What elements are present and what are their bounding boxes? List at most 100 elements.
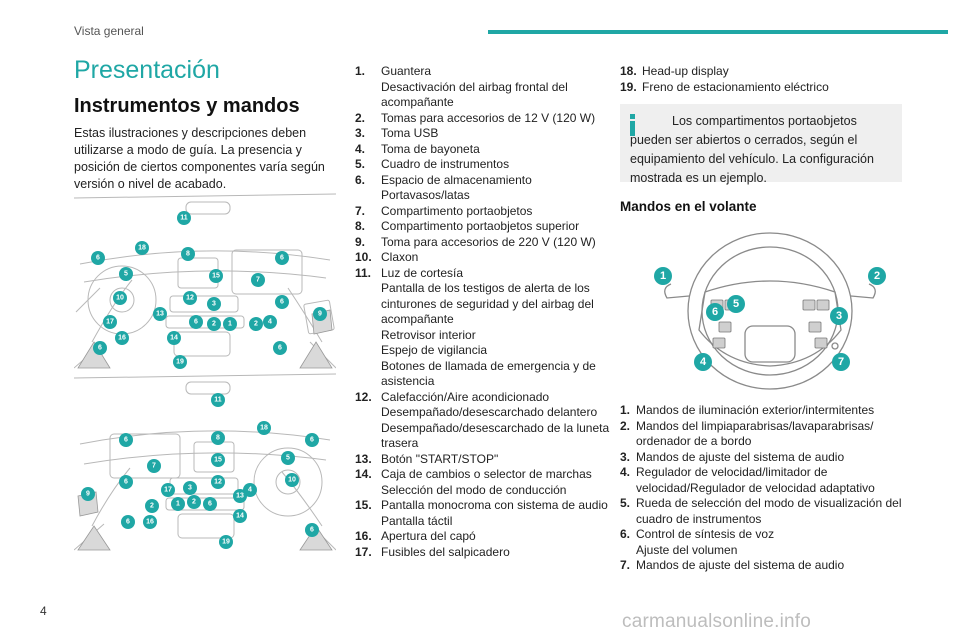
legend-item-line: Regulador de velocidad/limitador de velo… — [636, 465, 875, 495]
legend-item-line: Rueda de selección del modo de visualiza… — [636, 496, 902, 526]
svg-text:16: 16 — [146, 519, 154, 526]
top-callout: 6 — [93, 341, 107, 355]
legend-item-line: Mandos del limpiaparabrisas/lavaparabris… — [636, 418, 874, 449]
legend-item-number: 7. — [620, 558, 631, 572]
svg-text:2: 2 — [150, 503, 154, 510]
legend-item-text: Claxon — [381, 250, 418, 266]
legend-item-line: Botón "START/STOP" — [381, 451, 499, 466]
svg-text:17: 17 — [106, 319, 114, 326]
svg-text:5: 5 — [124, 271, 128, 278]
svg-text:9: 9 — [318, 311, 322, 318]
legend-item-line: Freno de estacionamiento eléctrico — [642, 79, 829, 94]
legend-item-line: Compartimento portaobjetos superior — [381, 219, 580, 233]
legend-item-number: 2. — [355, 110, 366, 125]
legend-item-number: 3. — [620, 449, 631, 464]
bottom-callout: 16 — [143, 515, 157, 529]
legend-item-number: 8. — [355, 219, 366, 233]
legend-item-number: 16. — [355, 529, 372, 543]
legend-item: 13.Botón "START/STOP" — [355, 452, 610, 468]
svg-text:6: 6 — [126, 519, 130, 526]
svg-text:6: 6 — [208, 501, 212, 508]
svg-text:11: 11 — [180, 215, 188, 222]
top-callout: 6 — [275, 251, 289, 265]
wheel-callout: 5 — [727, 295, 745, 313]
svg-text:15: 15 — [212, 273, 220, 280]
page-number: 4 — [40, 604, 47, 618]
header-accent-bar — [488, 30, 948, 34]
bottom-callout: 2 — [187, 495, 201, 509]
page-title: Presentación — [74, 56, 220, 84]
svg-text:5: 5 — [733, 298, 739, 310]
svg-text:6: 6 — [310, 437, 314, 444]
top-callout: 6 — [91, 251, 105, 265]
legend-item: 3.Mandos de ajuste del sistema de audio — [620, 450, 920, 466]
legend-item-text: Rueda de selección del modo de visualiza… — [636, 496, 920, 527]
top-callout: 12 — [183, 291, 197, 305]
svg-text:1: 1 — [660, 270, 666, 282]
top-callout: 9 — [313, 307, 327, 321]
top-callout: 7 — [251, 273, 265, 287]
legend-item: 17.Fusibles del salpicadero — [355, 545, 610, 561]
svg-text:19: 19 — [176, 359, 184, 366]
bottom-callout: 5 — [281, 451, 295, 465]
svg-text:16: 16 — [118, 335, 126, 342]
legend-item-line: Espejo de vigilancia — [381, 343, 488, 357]
legend-item-text: Mandos de iluminación exterior/intermite… — [636, 403, 874, 419]
legend-item: 18.Head-up display — [620, 64, 920, 80]
top-callout: 13 — [153, 307, 167, 321]
legend-item-line: Ajuste del volumen — [636, 542, 738, 557]
bottom-callout: 6 — [119, 475, 133, 489]
legend-item: 7. Mandos de ajuste del sistema de audio — [620, 558, 920, 574]
legend-item-text: Mandos de ajuste del sistema de audio — [636, 558, 844, 574]
svg-text:6: 6 — [96, 255, 100, 262]
bottom-callout: 10 — [285, 473, 299, 487]
top-callout: 17 — [103, 315, 117, 329]
section-title: Instrumentos y mandos — [74, 95, 300, 117]
legend-item-number: 2. — [620, 418, 631, 433]
legend-item-line: Portavasos/latas — [381, 188, 470, 202]
svg-text:5: 5 — [286, 455, 290, 462]
legend-item: 5.Rueda de selección del modo de visuali… — [620, 496, 920, 527]
bottom-callout: 6 — [203, 497, 217, 511]
legend-item-line: Toma USB — [381, 126, 439, 140]
bottom-callout: 15 — [211, 453, 225, 467]
svg-text:1: 1 — [176, 501, 180, 508]
svg-text:18: 18 — [138, 245, 146, 252]
wheel-callout: 6 — [706, 303, 724, 321]
legend-item-number: 11. — [355, 265, 372, 280]
svg-text:6: 6 — [280, 299, 284, 306]
top-callout: 3 — [207, 297, 221, 311]
bottom-callout: 9 — [81, 487, 95, 501]
legend-item-text: Botón "START/STOP" — [381, 452, 498, 468]
svg-text:18: 18 — [260, 425, 268, 432]
legend-item-line: Selección del modo de conducción — [381, 482, 567, 497]
legend-item-line: Retrovisor interior — [381, 327, 476, 342]
info-note-text: Los compartimentos portaobjetos pueden s… — [630, 114, 874, 185]
bottom-callout: 8 — [211, 431, 225, 445]
legend-item-text: Tomas para accesorios de 12 V (120 W) — [381, 111, 595, 127]
svg-text:6: 6 — [124, 479, 128, 486]
legend-item-number: 4. — [620, 465, 631, 479]
top-callout: 2 — [249, 317, 263, 331]
top-callout: 18 — [135, 241, 149, 255]
svg-text:8: 8 — [216, 435, 220, 442]
svg-text:14: 14 — [170, 335, 178, 342]
info-note-box: Los compartimentos portaobjetos pueden s… — [620, 104, 902, 185]
top-callout: 16 — [115, 331, 129, 345]
svg-text:1: 1 — [228, 321, 232, 328]
wheel-legend-list: 1.Mandos de iluminación exterior/intermi… — [620, 403, 920, 574]
legend-item: 4.Toma de bayoneta — [355, 142, 610, 158]
legend-item-line: Compartimento portaobjetos — [381, 203, 533, 218]
legend-item-number: 4. — [355, 141, 366, 156]
